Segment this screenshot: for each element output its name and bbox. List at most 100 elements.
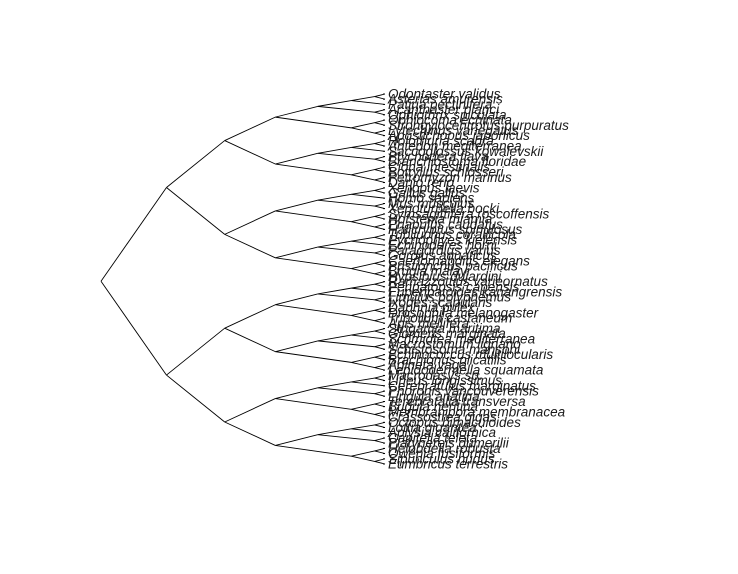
branch-segment-54 — [224, 233, 276, 259]
tip-label: Lepidodermella squamata — [388, 363, 544, 378]
tip-label: Saccoglossus kowalevskii — [388, 144, 544, 159]
branch-segment-44 — [317, 199, 375, 207]
tip-label: Mus musculus — [388, 196, 475, 211]
tip-label: Acanthaster planci — [387, 102, 500, 117]
tip-label: Hofstenia miamia — [388, 212, 493, 227]
tip-label: Helobdella robusta — [388, 441, 501, 456]
tip-label: Cerebratulus marginatus — [388, 378, 536, 393]
branch-segment-87 — [351, 315, 375, 322]
tip-label: Terebratalia transversa — [388, 394, 526, 409]
branch-segment-29 — [275, 163, 352, 176]
branch-segment-8 — [351, 100, 386, 105]
tip-label: Adineta vaga — [387, 357, 467, 372]
branch-segment-80 — [317, 293, 375, 301]
tip-label: Strigamia maritima — [388, 321, 501, 336]
branch-segment-75 — [317, 287, 352, 295]
tip-label: Priapulus caudatus — [388, 217, 503, 232]
branch-segment-135 — [275, 444, 352, 457]
branch-segment-109 — [275, 387, 318, 399]
tip-label: Phoronis vancouverensis — [388, 384, 539, 399]
branch-segment-36 — [166, 187, 225, 235]
branch-segment-51 — [351, 221, 375, 228]
branch-segment-1 — [166, 140, 225, 188]
branch-segment-74 — [275, 293, 318, 306]
tip-label: Hypsibius dujardini — [388, 269, 502, 284]
tip-label: Sipunculus nudus — [388, 451, 495, 466]
tip-label: Xenoturbella bocki — [387, 201, 500, 216]
branch-segment-25 — [351, 146, 386, 152]
branch-segment-68 — [351, 268, 375, 275]
tip-label: Branchiostoma floridae — [388, 154, 526, 169]
tip-label: Ramazzottius varieornatus — [388, 274, 548, 289]
tip-label: Lineus longissimus — [388, 373, 502, 388]
tip-label: Lottia gigantea — [388, 420, 477, 435]
tip-label: Owenia fusiformis — [388, 446, 496, 461]
branch-segment-90 — [224, 327, 276, 353]
branch-segment-26 — [317, 152, 375, 160]
branch-segment-132 — [317, 434, 375, 441]
branch-segment-139 — [351, 455, 375, 462]
branch-segment-126 — [275, 434, 318, 446]
tree-branches — [100, 93, 386, 465]
tip-label: Homo sapiens — [388, 191, 475, 206]
branch-segment-65 — [351, 262, 375, 270]
branch-segment-64 — [275, 257, 352, 270]
branch-segment-108 — [224, 398, 276, 423]
tip-label: Peripatopsis capensis — [388, 279, 520, 294]
branch-segment-83 — [275, 304, 352, 316]
tip-label: Tribolium castaneum — [388, 311, 512, 326]
branch-segment-100 — [275, 351, 352, 363]
branch-segment-12 — [275, 116, 352, 129]
tip-label: Lytechinus variegatus — [388, 123, 519, 138]
tip-label: Apostichopus japonicus — [387, 128, 530, 143]
branch-segment-3 — [275, 105, 318, 118]
branch-segment-93 — [351, 330, 375, 336]
tip-label: Antedon mediterranea — [387, 139, 522, 154]
branch-segment-84 — [351, 309, 375, 316]
branch-segment-114 — [351, 381, 386, 387]
branch-segment-38 — [275, 199, 318, 212]
tip-label: Drosophila melanogaster — [388, 305, 539, 320]
tip-label: Ophiothrix spiculata — [388, 107, 507, 122]
tip-label: Gallus gallus — [388, 186, 466, 201]
branch-segment-131 — [351, 428, 386, 434]
tip-label: Euperipatoides kanangrensis — [388, 285, 562, 300]
branch-segment-2 — [224, 116, 276, 141]
branch-segment-9 — [317, 105, 375, 113]
tip-label: Platynereis dumerilii — [388, 436, 510, 451]
branch-segment-127 — [317, 428, 352, 436]
tip-label: Ciona intestinalis — [388, 159, 490, 174]
tip-label: Crassostrea gigas — [388, 410, 497, 425]
branch-segment-19 — [224, 140, 276, 165]
tip-label: Paragordius varius — [388, 243, 501, 258]
branch-segment-48 — [351, 216, 375, 223]
tip-label: Holothuria scabra — [388, 133, 494, 148]
branch-segment-13 — [351, 122, 375, 129]
tip-label: Brachionus plicatilis — [388, 352, 507, 367]
branch-segment-40 — [351, 189, 375, 195]
tip-label: Membranipora membranacea — [388, 404, 566, 419]
branch-segment-22 — [351, 143, 375, 148]
tip-label: Lingula anatina — [388, 389, 480, 404]
branch-segment-79 — [351, 287, 386, 293]
tip-label: Patiria pectinifera — [388, 97, 493, 112]
branch-segment-55 — [275, 246, 318, 259]
branch-segment-60 — [351, 240, 386, 246]
branch-segment-47 — [275, 210, 352, 223]
tip-label: Schistosoma mansoni — [388, 342, 521, 357]
tip-label: Apis mellifera — [387, 316, 470, 331]
branch-segment-71 — [100, 281, 167, 376]
branch-segment-107 — [166, 374, 225, 423]
branch-segment-43 — [351, 193, 386, 199]
branch-segment-33 — [351, 174, 375, 181]
tip-label: Bugula neritina — [388, 399, 479, 414]
tip-label: Symsagittifera roscoffensis — [388, 206, 550, 221]
tip-label: Macrodasys sp. — [388, 368, 483, 383]
branch-segment-61 — [317, 246, 375, 254]
tip-label: Pycnophyes kielensis — [388, 232, 517, 247]
branch-segment-96 — [351, 334, 386, 340]
tip-label: Caenorhabditis elegans — [388, 253, 530, 268]
branch-segment-73 — [224, 304, 276, 329]
